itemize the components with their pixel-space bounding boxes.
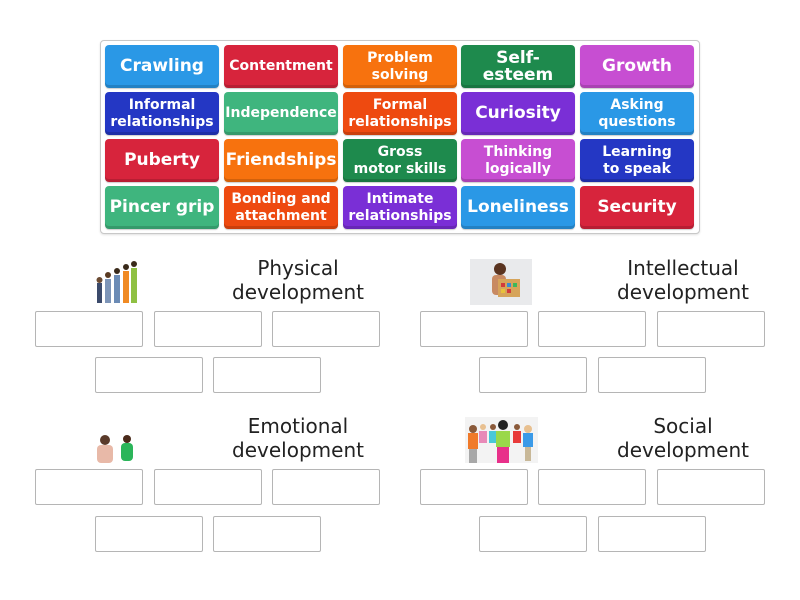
social-drop-slot-5[interactable] [598,516,706,552]
draggable-tile[interactable]: Growth [580,45,694,88]
physical-drop-slot-1[interactable] [35,311,143,347]
draggable-tile[interactable]: Crawling [105,45,219,88]
draggable-tile[interactable]: Thinking logically [461,139,575,182]
draggable-tile[interactable]: Gross motor skills [343,139,457,182]
emotional-drop-slot-3[interactable] [272,469,380,505]
intellectual-drop-slot-3[interactable] [657,311,765,347]
draggable-tile[interactable]: Security [580,186,694,229]
draggable-tile[interactable]: Asking questions [580,92,694,135]
draggable-tile[interactable]: Curiosity [461,92,575,135]
physical-drop-slot-2[interactable] [154,311,262,347]
physical-drop-slot-3[interactable] [272,311,380,347]
social-drop-slot-3[interactable] [657,469,765,505]
intellectual-drop-slot-1[interactable] [420,311,528,347]
draggable-tile[interactable]: Intimate relationships [343,186,457,229]
draggable-tile[interactable]: Self-esteem [461,45,575,88]
social-development-title: Social development [617,414,749,462]
draggable-tile[interactable]: Pincer grip [105,186,219,229]
physical-development-image [93,259,139,305]
intellectual-drop-slot-5[interactable] [598,357,706,393]
social-drop-slot-4[interactable] [479,516,587,552]
draggable-tile[interactable]: Formal relationships [343,92,457,135]
draggable-tile[interactable]: Contentment [224,45,338,88]
intellectual-drop-slot-2[interactable] [538,311,646,347]
draggable-tile[interactable]: Learning to speak [580,139,694,182]
intellectual-development-title: Intellectual development [617,256,749,304]
draggable-tile[interactable]: Independence [224,92,338,135]
emotional-drop-slot-4[interactable] [95,516,203,552]
emotional-development-image [93,433,140,463]
social-development-image [465,417,538,463]
draggable-tile[interactable]: Friendships [224,139,338,182]
social-drop-slot-2[interactable] [538,469,646,505]
draggable-tile[interactable]: Problem solving [343,45,457,88]
draggable-tile[interactable]: Informal relationships [105,92,219,135]
emotional-drop-slot-5[interactable] [213,516,321,552]
draggable-tile[interactable]: Loneliness [461,186,575,229]
social-drop-slot-1[interactable] [420,469,528,505]
emotional-drop-slot-1[interactable] [35,469,143,505]
physical-drop-slot-5[interactable] [213,357,321,393]
draggable-tile[interactable]: Puberty [105,139,219,182]
emotional-development-title: Emotional development [232,414,364,462]
draggable-tile[interactable]: Bonding and attachment [224,186,338,229]
physical-drop-slot-4[interactable] [95,357,203,393]
intellectual-drop-slot-4[interactable] [479,357,587,393]
emotional-drop-slot-2[interactable] [154,469,262,505]
physical-development-title: Physical development [232,256,364,304]
intellectual-development-image [470,259,532,305]
